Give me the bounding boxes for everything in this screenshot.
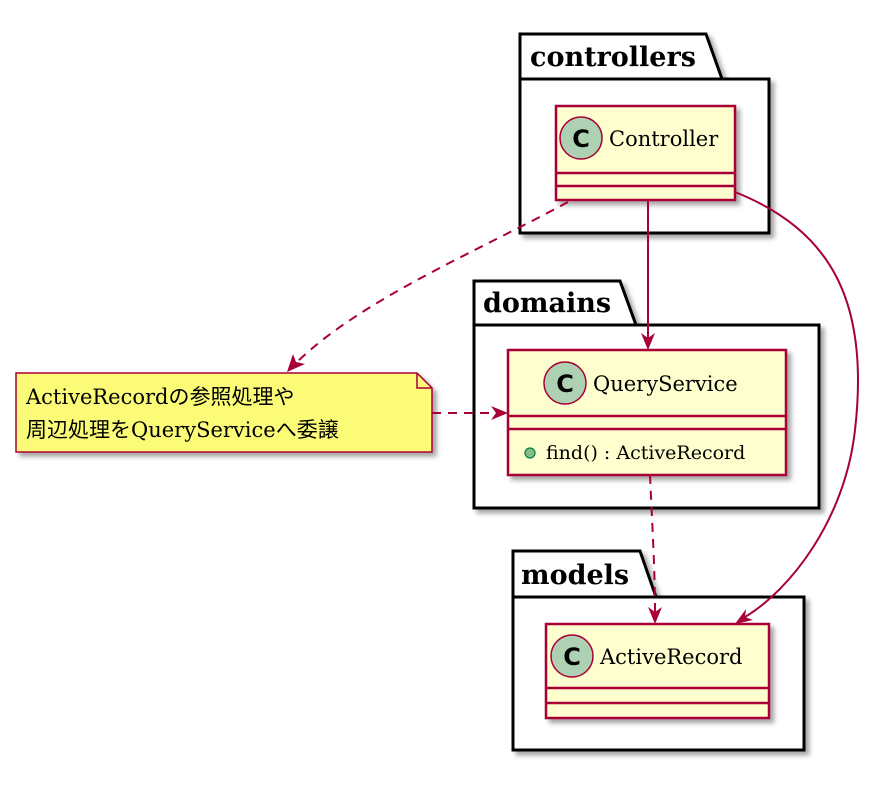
edge-query-service-to-active-record[interactable]	[648, 474, 662, 624]
edge-controller-to-active-record[interactable]	[734, 191, 859, 624]
package-label-domains: domains	[483, 288, 611, 319]
class-name-active-record: ActiveRecord	[599, 645, 743, 669]
class-stereotype-letter: C	[563, 643, 581, 671]
edge-controller-to-query-service[interactable]	[641, 200, 655, 350]
note-line-2: 周辺処理をQueryServiceへ委譲	[26, 418, 339, 442]
class-stereotype-icon	[543, 361, 587, 405]
package-label-controllers: controllers	[530, 42, 696, 73]
edge-note-to-query-service[interactable]	[432, 406, 508, 420]
class-query-service[interactable]: C QueryService find() : ActiveRecord	[506, 348, 788, 477]
public-visibility-icon	[524, 447, 536, 459]
note[interactable]	[15, 372, 433, 453]
class-stereotype-letter: C	[572, 125, 590, 153]
class-stereotype-icon	[550, 634, 594, 678]
note-line-1: ActiveRecordの参照処理や	[25, 385, 295, 409]
class-name-query-service: QueryService	[593, 372, 738, 396]
class-stereotype-letter: C	[556, 370, 574, 398]
edge-controller-to-note[interactable]	[287, 201, 569, 372]
class-active-record[interactable]: C ActiveRecord	[544, 622, 771, 720]
class-name-controller: Controller	[609, 127, 719, 151]
package-label-models: models	[521, 560, 629, 591]
class-stereotype-icon	[559, 116, 603, 160]
class-controller[interactable]: C Controller	[554, 104, 737, 202]
method-find[interactable]: find() : ActiveRecord	[546, 442, 745, 464]
